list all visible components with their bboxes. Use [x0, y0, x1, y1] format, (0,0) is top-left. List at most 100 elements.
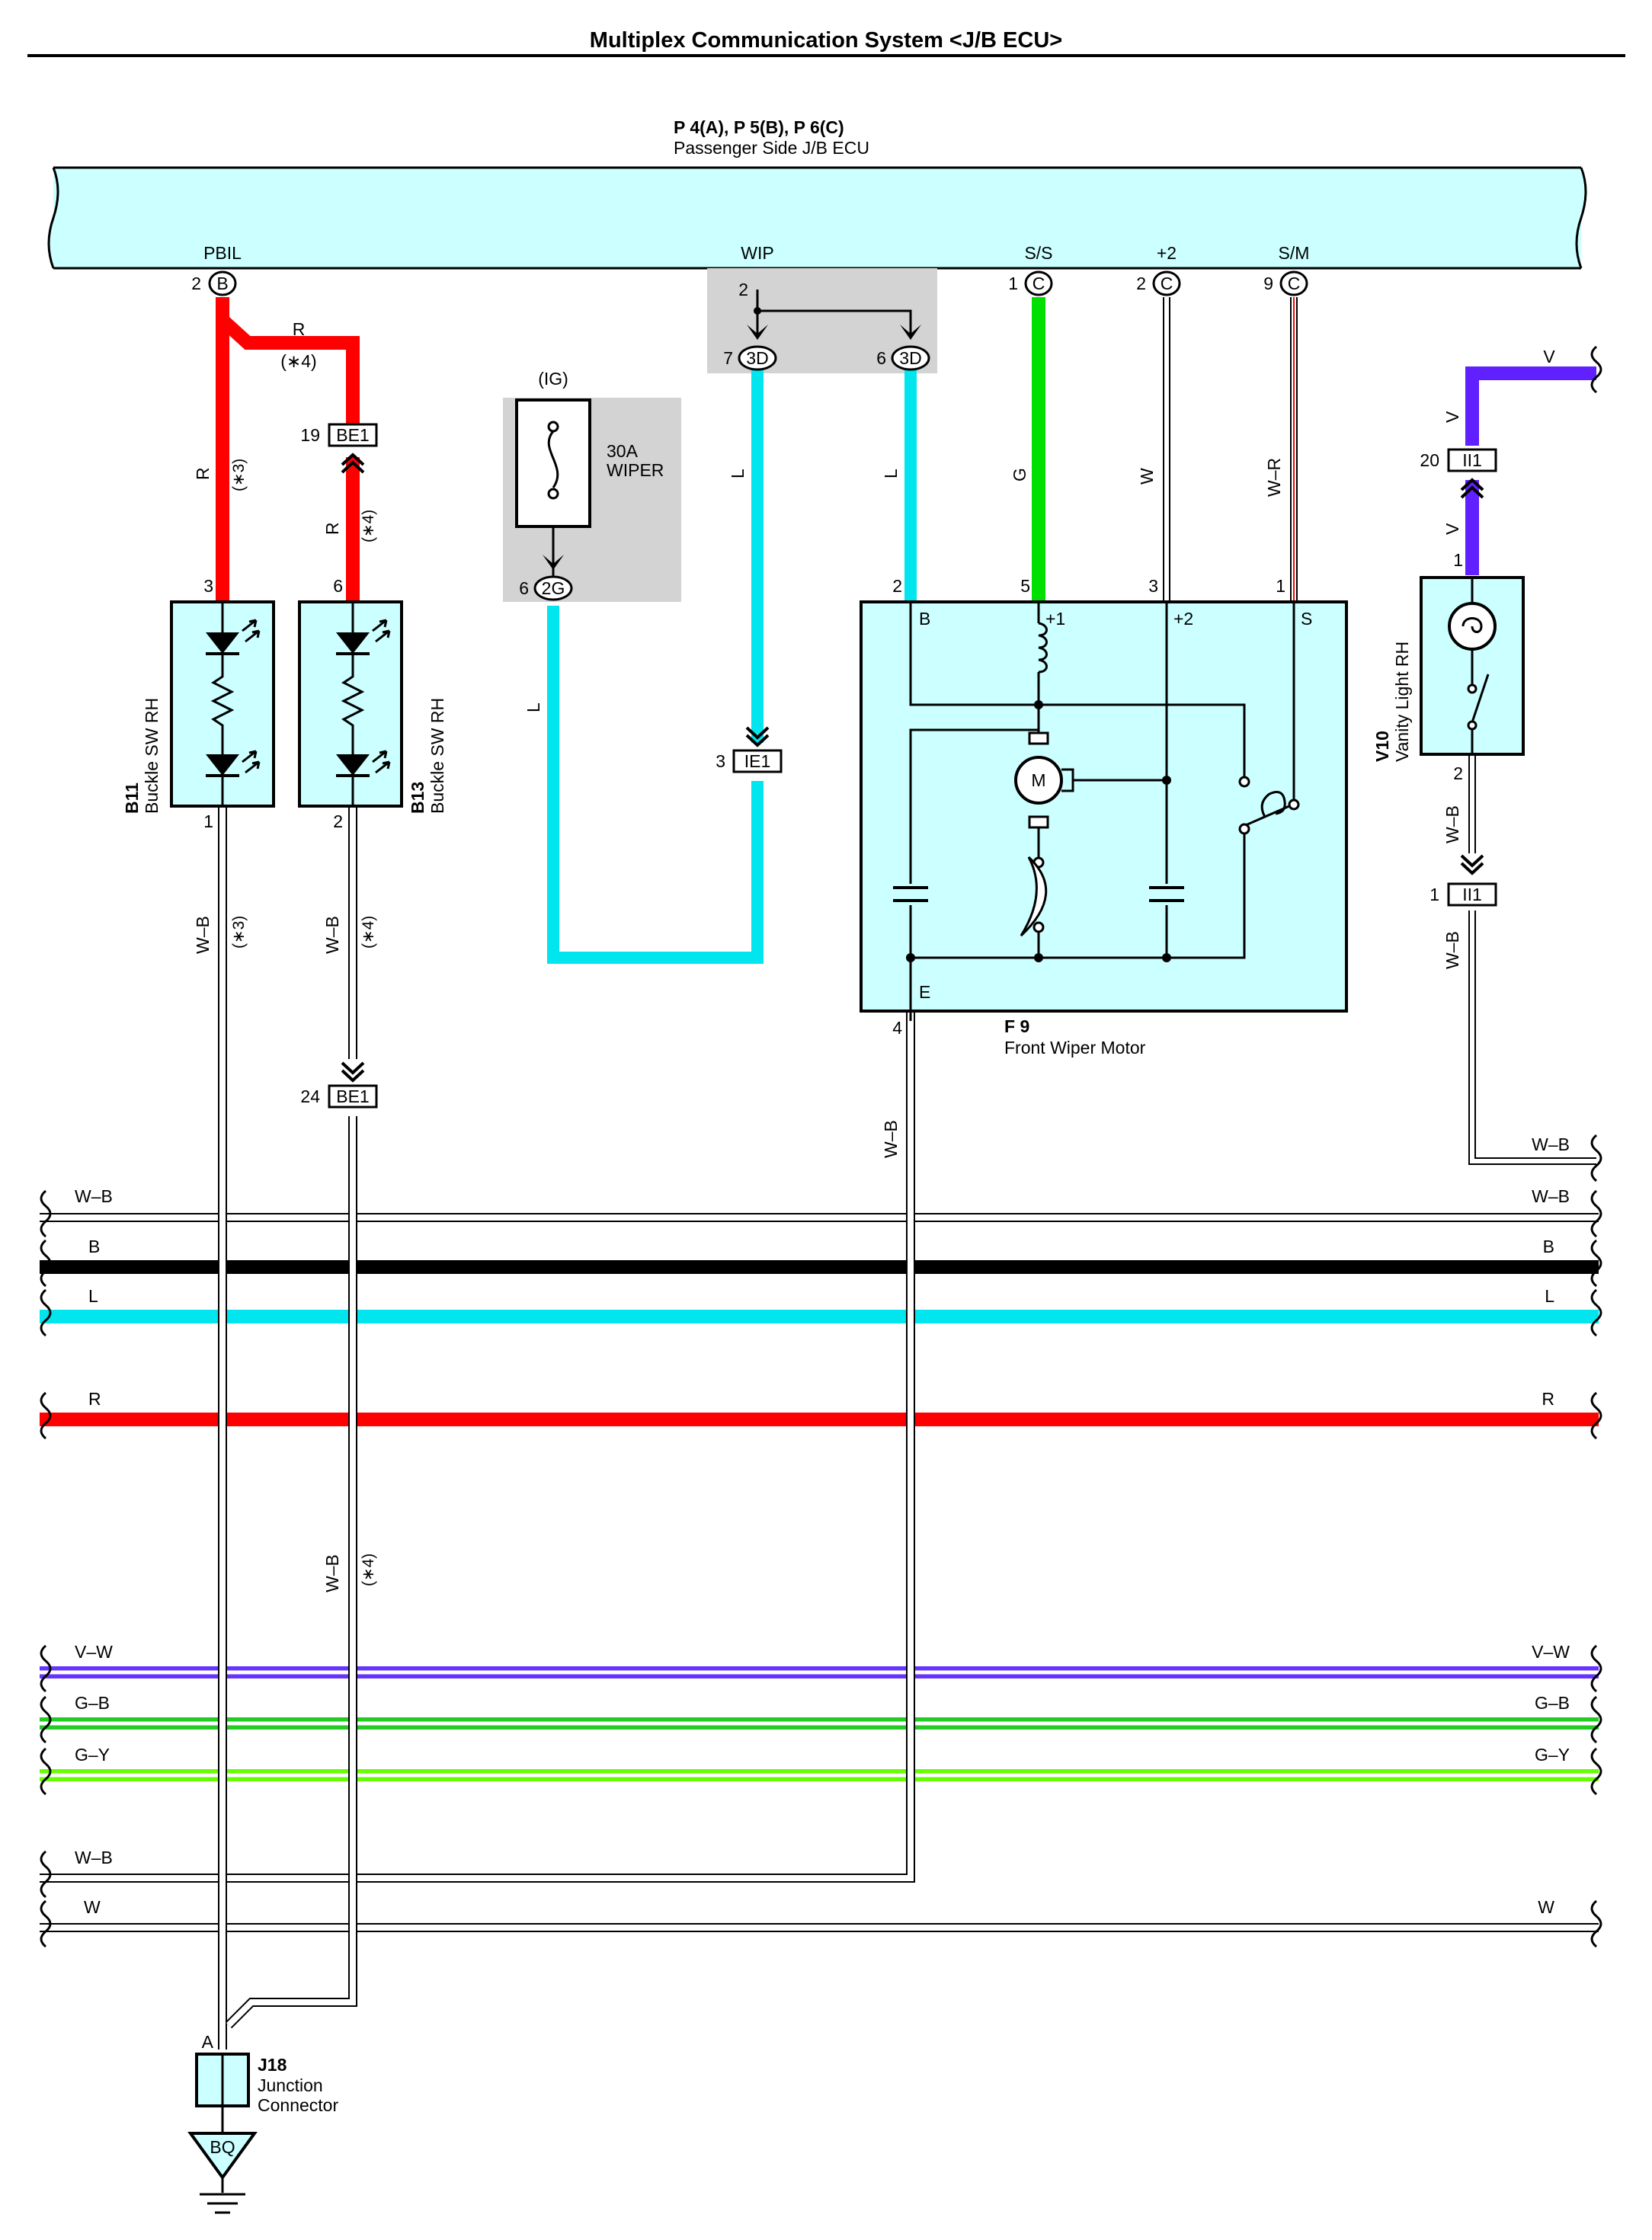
bus-label-right-w: W [1538, 1897, 1554, 1917]
ground-label: BQ [210, 2137, 235, 2157]
svg-text:II1: II1 [1462, 450, 1482, 470]
bus-label-right-r: R [1542, 1389, 1554, 1409]
bus-label-right-gy: G–Y [1535, 1745, 1570, 1765]
ecu-terminal-sm: S/M [1279, 243, 1310, 263]
svg-text:1: 1 [1008, 274, 1018, 293]
ecu-code: P 4(A), P 5(B), P 6(C) [674, 117, 844, 137]
wire-label-wb-b13-lower: W–B [322, 1554, 342, 1592]
component-b11 [170, 600, 275, 808]
svg-text:C: C [1288, 274, 1301, 293]
b13-name: Buckle SW RH [427, 698, 447, 814]
bus-label-left-l: L [88, 1286, 98, 1306]
v10-code: V10 [1372, 731, 1392, 762]
svg-text:20: 20 [1420, 450, 1439, 470]
pin-wip-3d-right: 3D 6 [876, 325, 930, 371]
wire-label-v-top: V [1543, 347, 1555, 366]
wire-vanity-v [1465, 366, 1596, 1165]
svg-text:6: 6 [876, 348, 886, 368]
bus-label-right-l: L [1545, 1286, 1554, 1306]
wire-label-wb-b13: W–B [322, 916, 342, 954]
motor-icon-label: M [1031, 770, 1045, 790]
component-f9 [860, 600, 1348, 1013]
bus-label-right-vw: V–W [1532, 1642, 1570, 1662]
svg-text:3: 3 [716, 751, 725, 771]
wire-label-v-1: V [1442, 411, 1462, 423]
bus-wire-ends [40, 345, 1602, 1948]
ecu-terminal-pbil: PBIL [203, 243, 242, 263]
junction-be1-bottom: BE1 24 [300, 1061, 378, 1109]
f9-term-s: S [1301, 609, 1312, 629]
svg-text:IE1: IE1 [744, 751, 771, 771]
fuse-icon [515, 398, 591, 564]
wire-label-r-note4: (∗4) [280, 351, 316, 371]
component-v10 [1420, 576, 1525, 756]
wire-label-wb-b11: W–B [193, 916, 213, 954]
svg-text:C: C [1032, 274, 1045, 293]
fuse-name: WIPER [607, 460, 664, 480]
wire-label-wr: W–R [1264, 458, 1284, 497]
svg-text:3D: 3D [746, 348, 768, 368]
j18-name-line1: Junction [258, 2075, 323, 2095]
f9-term-p1: +1 [1045, 609, 1065, 629]
f9-term-e: E [919, 982, 930, 1002]
component-b13 [298, 600, 403, 808]
bus-wire-wb-2 [40, 1004, 915, 1883]
b11-name: Buckle SW RH [142, 698, 162, 814]
b11-pin-top: 3 [203, 576, 213, 596]
bus-label-left-b: B [88, 1237, 100, 1256]
pin-wip-3d-left: 3D 7 [723, 325, 777, 371]
bus-label-left-wb-1: W–B [75, 1186, 113, 1206]
bus-label-left-wb-2: W–B [75, 1848, 113, 1867]
f9-pin-p1: 5 [1020, 576, 1030, 596]
svg-text:BE1: BE1 [336, 1086, 369, 1106]
wire-label-r-note4-b13: (∗4) [360, 510, 377, 542]
wire-label-wb-note3: (∗3) [230, 916, 248, 949]
bus-label-left-w: W [84, 1897, 101, 1917]
ecu-terminal-ss: S/S [1024, 243, 1052, 263]
f9-pin-e: 4 [892, 1018, 902, 1038]
wire-label-wb-note4-lower: (∗4) [360, 1554, 377, 1586]
wire-label-wb-v10-1: W–B [1442, 805, 1462, 843]
wire-label-r-top: R [293, 319, 306, 339]
svg-text:9: 9 [1263, 274, 1273, 293]
wire-label-w: W [1137, 468, 1157, 485]
bus-label-right-b: B [1543, 1237, 1554, 1256]
svg-text:24: 24 [300, 1086, 320, 1106]
junction-ii1-top: II1 20 [1420, 448, 1497, 499]
pin-sm: C 9 [1263, 270, 1308, 296]
junction-ii1-bottom: II1 1 [1429, 854, 1497, 907]
b13-code: B13 [408, 782, 427, 814]
wire-label-wb-v10-2: W–B [1442, 931, 1462, 969]
fuse-rating: 30A [607, 441, 639, 461]
f9-pin-p2: 3 [1148, 576, 1158, 596]
pin-p2: C 2 [1136, 270, 1181, 296]
f9-term-b: B [919, 609, 930, 629]
v10-pin-bottom: 2 [1453, 763, 1463, 783]
wip-pin-number: 2 [738, 280, 748, 299]
f9-pin-b: 2 [892, 576, 902, 596]
f9-pin-s: 1 [1276, 576, 1285, 596]
wire-label-r-note3: (∗3) [230, 459, 248, 491]
svg-text:2G: 2G [542, 578, 565, 598]
bus-label-left-vw: V–W [75, 1642, 113, 1662]
wire-wip-cyan [547, 290, 917, 964]
wire-label-l-wip-left: L [728, 469, 748, 478]
wire-pbil-red [216, 297, 360, 602]
svg-text:3D: 3D [899, 348, 921, 368]
svg-text:19: 19 [300, 425, 320, 445]
junction-be1-top: BE1 19 [300, 423, 378, 474]
ground-icon [187, 2132, 258, 2214]
bus-label-left-r: R [88, 1389, 101, 1409]
junction-ie1: IE1 3 [716, 726, 783, 773]
b13-pin-top: 6 [333, 576, 343, 596]
j18-pin: A [202, 2032, 214, 2052]
wire-label-l-wip-right: L [881, 469, 901, 478]
svg-text:C: C [1161, 274, 1173, 293]
wire-label-r-b13: R [322, 522, 342, 535]
f9-code: F 9 [1004, 1016, 1029, 1036]
diagram-title: Multiplex Communication System <J/B ECU> [590, 28, 1062, 53]
v10-name: Vanity Light RH [1392, 642, 1412, 762]
pin-pbil: B 2 [191, 270, 237, 296]
b13-pin-bottom: 2 [333, 811, 343, 831]
